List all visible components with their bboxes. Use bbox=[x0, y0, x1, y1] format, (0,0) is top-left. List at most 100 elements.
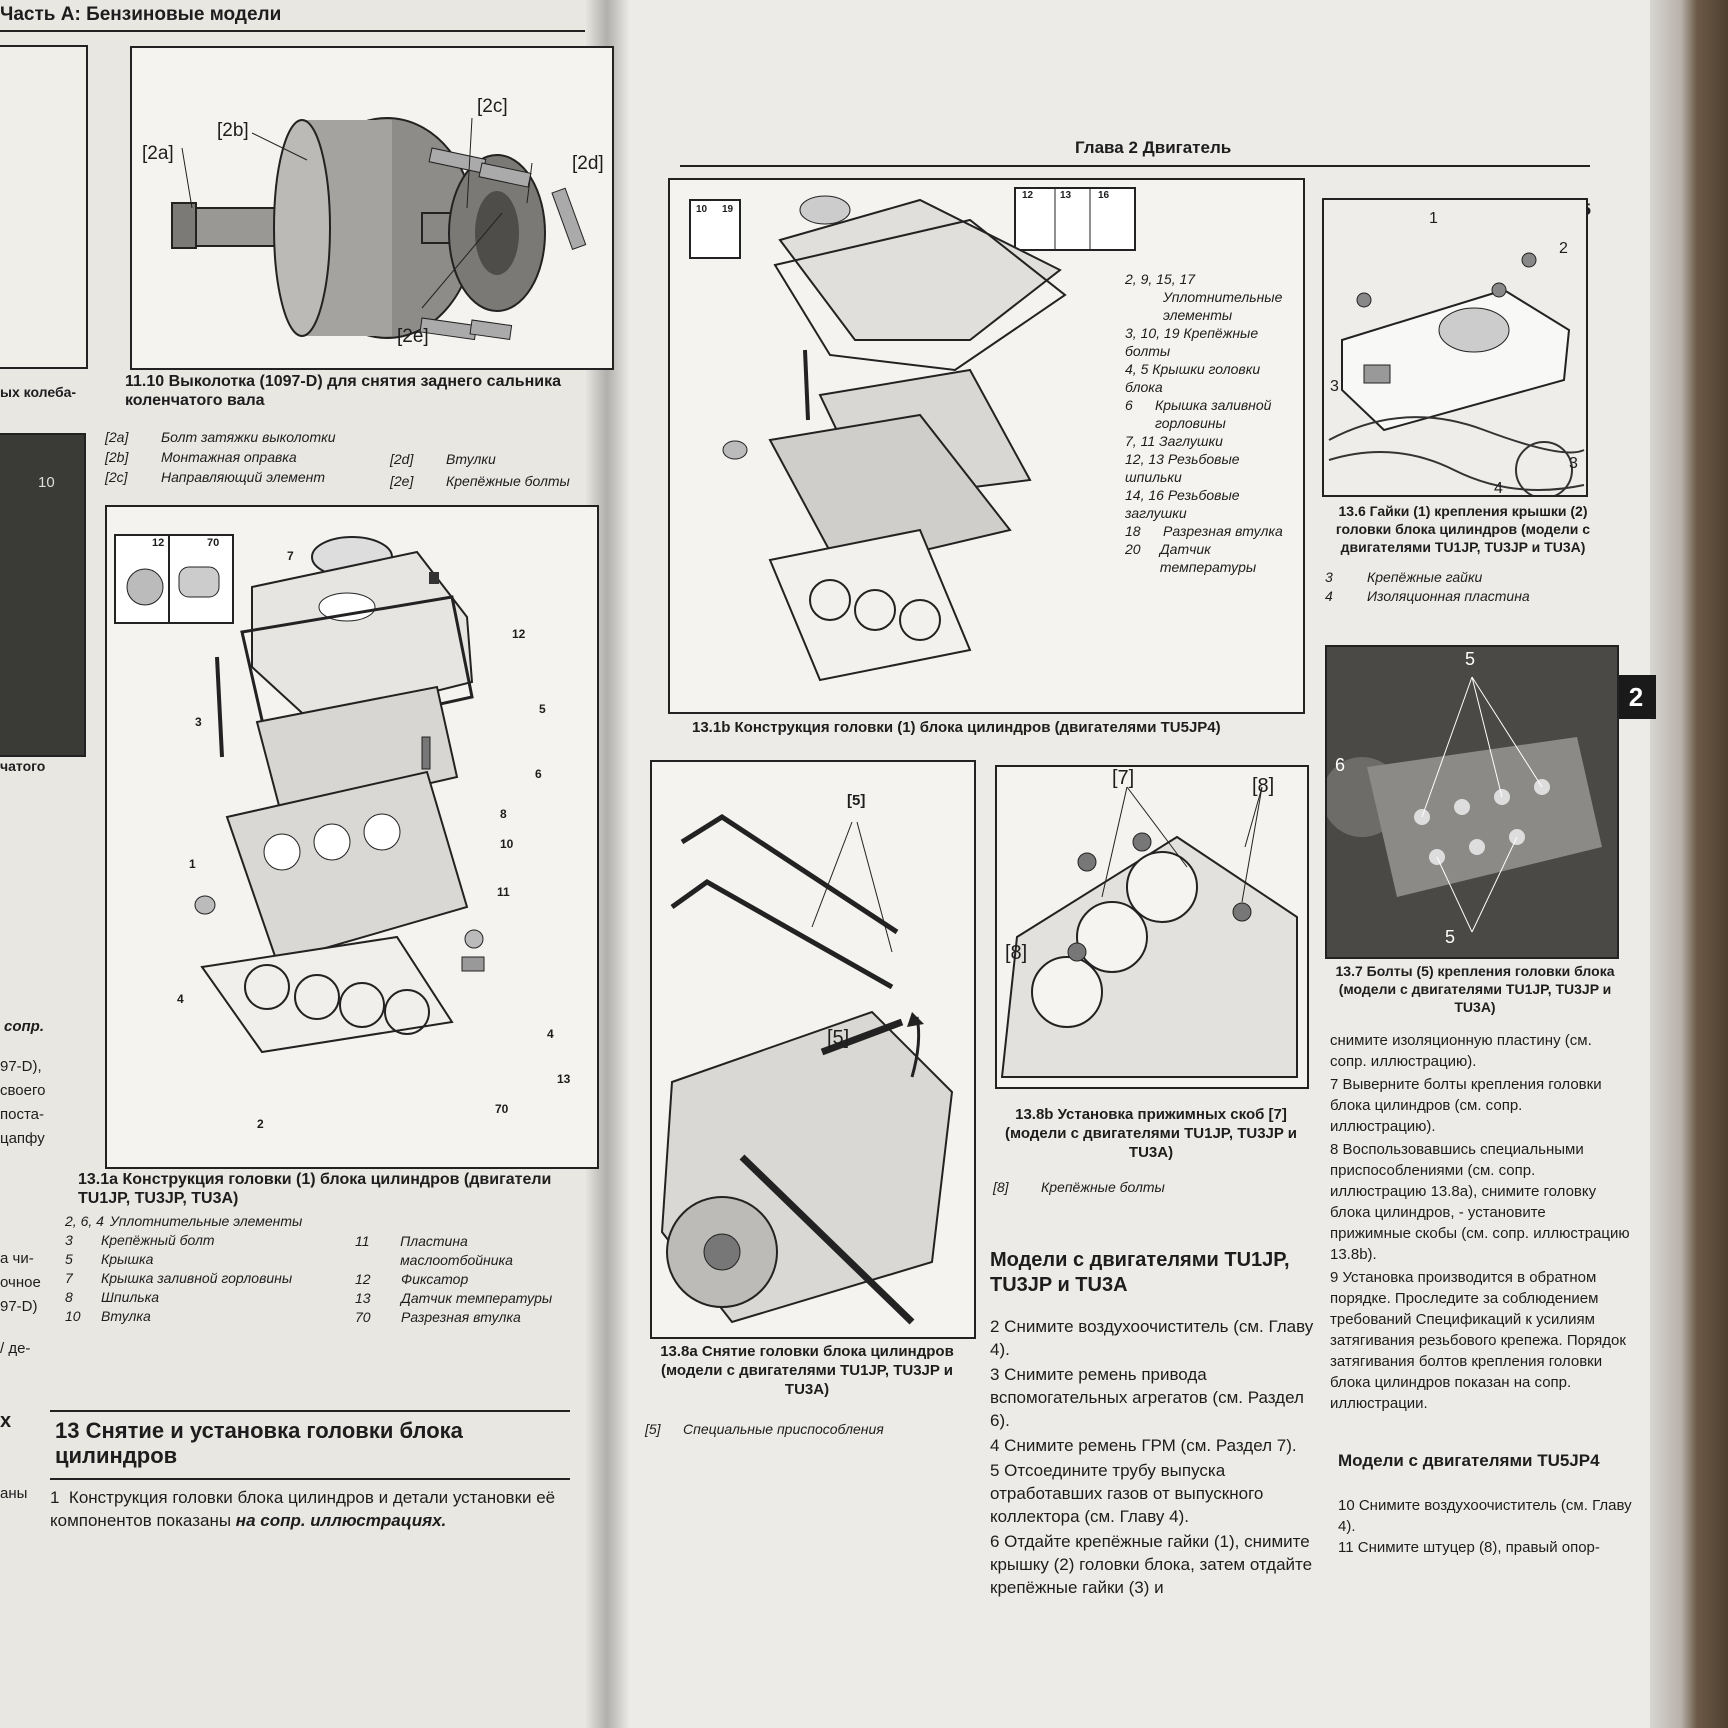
margin-fragment: / де- bbox=[0, 1340, 31, 1357]
callout: 4 bbox=[177, 992, 184, 1006]
figure-13-8b-caption: 13.8b Установка прижимных скоб [7] (моде… bbox=[1004, 1106, 1298, 1161]
figure-11-10-caption: 11.10 Выколотка (1097-D) для снятия задн… bbox=[125, 373, 561, 409]
chapter-header: Глава 2 Двигатель bbox=[1075, 138, 1232, 157]
label-2a: [2a] bbox=[142, 143, 174, 164]
callout: 12 bbox=[512, 627, 526, 641]
paragraph: 3 Снимите ремень привода вспомогательных… bbox=[990, 1365, 1304, 1430]
legend-item: 4, 5 Крышки головки блока bbox=[1125, 361, 1261, 395]
margin-fragment: а чи- bbox=[0, 1250, 34, 1267]
left-margin-photo bbox=[0, 433, 86, 757]
margin-fragment: 97-D), bbox=[0, 1058, 42, 1075]
page-edge-stack bbox=[1650, 0, 1728, 1728]
label-2e: [2e] bbox=[397, 326, 429, 347]
label-2: 2 bbox=[1559, 240, 1568, 257]
paragraph: 8 Воспользовавшись специальными приспосо… bbox=[1330, 1141, 1630, 1263]
legend-item: [2c]Направляющий элемент bbox=[105, 469, 325, 485]
figure-11-10: [2a] [2b] [2c] [2d] [2e] bbox=[130, 46, 614, 370]
figure-13-8b-legend: [8]Крепёжные болты bbox=[993, 1178, 1303, 1197]
callout: 4 bbox=[547, 1027, 554, 1041]
figure-13-8b: [7] [8] [8] bbox=[995, 765, 1309, 1089]
right-column-text: снимите изоляционную пластину (см. сопр.… bbox=[1330, 1030, 1630, 1414]
callout: 70 bbox=[495, 1102, 509, 1116]
cylinder-head-exploded-drawing bbox=[114, 534, 485, 1054]
inset-label: 10 bbox=[696, 204, 708, 215]
margin-fragment: сопр. bbox=[4, 1018, 44, 1035]
legend-item: 3, 10, 19 Крепёжные болты bbox=[1125, 325, 1259, 359]
head-removal-tools-drawing bbox=[660, 814, 954, 1325]
label-2b: [2b] bbox=[217, 120, 249, 141]
legend-item: [2b]Монтажная оправка bbox=[105, 449, 297, 465]
chapter-tab: 2 bbox=[1616, 675, 1656, 719]
figure-13-6: 1 2 3 3 4 bbox=[1322, 198, 1588, 497]
mid-column-text: 2 Снимите воздухоочиститель (см. Главу 4… bbox=[990, 1315, 1315, 1599]
inset-label: 12 bbox=[152, 537, 165, 549]
margin-fragment: 97-D) bbox=[0, 1298, 38, 1315]
left-running-header: Часть А: Бензиновые модели bbox=[0, 4, 282, 25]
label-4: 4 bbox=[1494, 480, 1503, 497]
legend-item: [2a]Болт затяжки выколотки bbox=[105, 429, 336, 445]
callout: 13 bbox=[557, 1072, 571, 1086]
label-8: [8] bbox=[1252, 775, 1275, 797]
inset-label: 70 bbox=[207, 537, 220, 549]
legend-item: [5]Специальные приспособления bbox=[645, 1421, 884, 1437]
callout: 7 bbox=[287, 549, 294, 563]
figure-13-6-caption: 13.6 Гайки (1) крепления крышки (2) голо… bbox=[1335, 503, 1591, 555]
figure-13-1a-caption: 13.1a Конструкция головки (1) блока цили… bbox=[78, 1171, 552, 1207]
legend-item: [2e]Крепёжные болты bbox=[390, 473, 570, 489]
callout: 1 bbox=[189, 857, 196, 871]
paragraph: 11 Снимите штуцер (8), правый опор- bbox=[1338, 1539, 1600, 1556]
legend-item: 14, 16 Резьбовые заглушки bbox=[1125, 487, 1240, 521]
figure-13-8a: [5] [5] bbox=[650, 760, 976, 1339]
label-6: 6 bbox=[1335, 755, 1346, 775]
tu1jp-section-title: Модели с двигателями TU1JP, TU3JP и TU3A bbox=[990, 1249, 1290, 1296]
legend-item: 12, 13 Резьбовые шпильки bbox=[1125, 451, 1240, 485]
label-7: [7] bbox=[1112, 767, 1135, 789]
tu5jp4-text: 10 Снимите воздухоочиститель (см. Главу … bbox=[1338, 1495, 1638, 1558]
inset-label: 12 bbox=[1022, 190, 1034, 201]
label-5: [5] bbox=[847, 792, 866, 809]
paragraph: 10 Снимите воздухоочиститель (см. Главу … bbox=[1338, 1497, 1632, 1535]
callout: 8 bbox=[500, 807, 507, 821]
callout: 11 bbox=[497, 885, 510, 899]
margin-fragment: аны bbox=[0, 1485, 28, 1502]
label-3: 3 bbox=[1569, 455, 1578, 472]
legend-item: 7, 11 Заглушки bbox=[1125, 433, 1223, 449]
figure-13-7: 5 6 5 bbox=[1325, 645, 1619, 959]
legend-item: [8]Крепёжные болты bbox=[993, 1179, 1165, 1195]
right-header-rule bbox=[680, 165, 1590, 167]
margin-fragment: ых колеба- bbox=[0, 384, 77, 400]
label-2c: [2c] bbox=[477, 96, 508, 117]
label-5: 5 bbox=[1445, 927, 1456, 947]
label-2d: [2d] bbox=[572, 153, 604, 174]
callout: 2 bbox=[257, 1117, 264, 1131]
section-13-title: 13 Снятие и установка головки блока цили… bbox=[55, 1418, 463, 1468]
figure-13-1b-caption: 13.1b Конструкция головки (1) блока цили… bbox=[692, 719, 1221, 736]
section-rule-top bbox=[50, 1410, 570, 1412]
paragraph: 9 Установка производится в обратном поря… bbox=[1330, 1269, 1626, 1412]
puller-tool-drawing bbox=[171, 117, 587, 341]
label-3: 3 bbox=[1330, 378, 1339, 395]
figure-13-7-caption: 13.7 Болты (5) крепления головки блока (… bbox=[1335, 963, 1615, 1015]
paragraph: снимите изоляционную пластину (см. сопр.… bbox=[1330, 1032, 1592, 1070]
margin-fragment: х bbox=[0, 1410, 12, 1432]
paragraph: 7 Выверните болты крепления головки блок… bbox=[1330, 1076, 1602, 1135]
label-8: [8] bbox=[1005, 942, 1028, 964]
paragraph: 5 Отсоедините трубу выпуска отработавших… bbox=[990, 1461, 1264, 1526]
label-5: 5 bbox=[1465, 649, 1476, 669]
